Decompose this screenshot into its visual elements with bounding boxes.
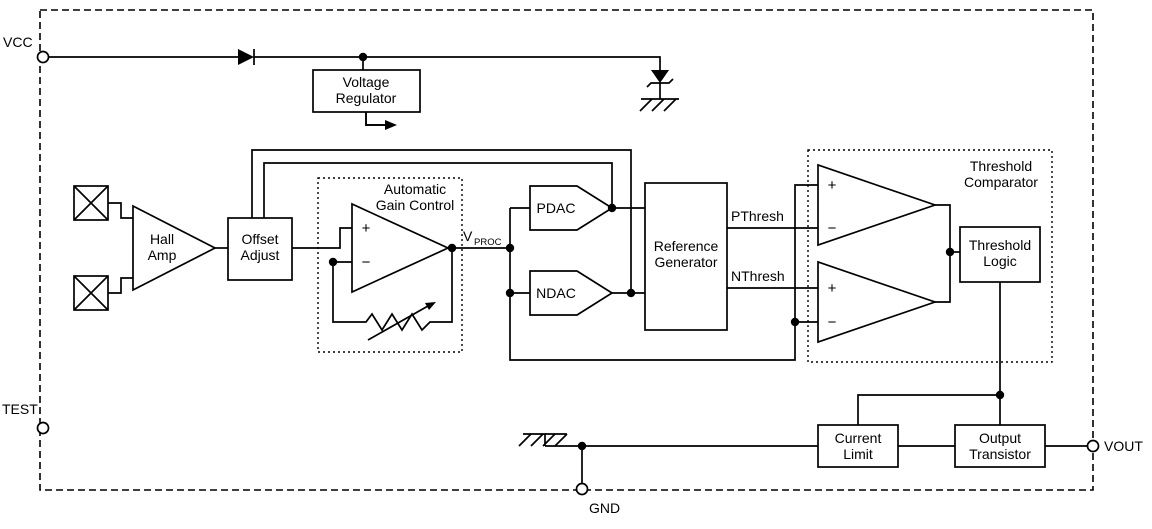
variable-resistor-arrow: [367, 305, 429, 341]
hall-amp-block: [132, 204, 217, 292]
comparator-bottom-minus-sign: −: [828, 314, 837, 331]
threshold-comparator-group-box: [807, 149, 1053, 363]
regulator-current-arrow: [365, 112, 385, 126]
zener-diode-icon: [651, 70, 669, 83]
voltage-regulator-label-1: Voltage: [343, 74, 390, 90]
threshold-logic-label-2: Logic: [983, 253, 1016, 269]
ndac-block: [529, 270, 614, 316]
wire-offset-to-opamp: [292, 227, 352, 249]
offset-adjust-label-2: Adjust: [241, 247, 280, 263]
wire-feedback-right: [442, 248, 453, 323]
reference-generator-label-1: Reference: [654, 238, 719, 254]
test-pin-label: TEST: [2, 401, 38, 417]
junction-dot: [577, 441, 587, 451]
voltage-regulator-block: [312, 69, 421, 113]
wire-hall-plate-bottom: [108, 277, 133, 294]
supply-diode-icon: [238, 49, 254, 65]
ndac-label: NDAC: [536, 285, 576, 301]
pdac-block: [529, 185, 614, 231]
threshold-comparator-label-1: Threshold: [970, 158, 1032, 174]
threshold-logic-label-1: Threshold: [969, 237, 1031, 253]
offset-adjust-block: [227, 217, 293, 281]
variable-resistor-arrowhead-icon: [425, 302, 436, 310]
junction-dot: [328, 257, 338, 267]
vout-pin: [1086, 439, 1100, 453]
vproc-subscript: PROC: [474, 237, 502, 248]
nthresh-label: NThresh: [731, 268, 785, 284]
wire-vproc-distribution: [509, 184, 818, 361]
wire-vreg-output: [365, 112, 385, 126]
output-transistor-block: [954, 424, 1046, 468]
threshold-comparator-label-2: Comparator: [964, 174, 1038, 190]
junction-dot: [358, 52, 368, 62]
junction-dot: [945, 247, 955, 257]
agc-label-2: Gain Control: [376, 197, 455, 213]
hall-plate-top-x-icon: [73, 185, 109, 221]
wire-pdac-feedback: [263, 162, 613, 218]
voltage-regulator-label-2: Regulator: [336, 90, 397, 106]
current-limit-label-1: Current: [835, 430, 882, 446]
vproc-label: V: [463, 228, 473, 244]
current-limit-label-2: Limit: [843, 446, 873, 462]
agc-opamp: [351, 202, 451, 294]
junction-dot: [790, 317, 800, 327]
vcc-pin: [36, 50, 50, 64]
junction-dot: [505, 288, 515, 298]
junction-dot: [447, 243, 457, 253]
junction-dot: [626, 288, 636, 298]
wire-logic-to-current-limit: [857, 394, 1000, 425]
variable-resistor-icon: [358, 312, 442, 332]
comparator-bottom-plus-sign: +: [828, 280, 837, 297]
pthresh-label: PThresh: [731, 208, 784, 224]
junction-dot: [995, 390, 1005, 400]
comparator-top-plus-sign: +: [828, 177, 837, 194]
wire-vcc-rail-right: [254, 56, 661, 70]
agc-label-1: Automatic: [384, 181, 446, 197]
comparator-top: [817, 163, 938, 247]
reference-generator-label-2: Generator: [654, 254, 717, 270]
gnd-pin: [575, 482, 589, 496]
comparator-top-minus-sign: −: [828, 220, 837, 237]
hall-amp-label-2: Amp: [148, 247, 177, 263]
vout-pin-label: VOUT: [1104, 438, 1143, 454]
test-pin: [36, 421, 50, 435]
wire-hall-plate-top: [108, 202, 133, 219]
hall-amp-label-1: Hall: [150, 231, 174, 247]
wire-ndac-feedback: [251, 149, 632, 293]
output-transistor-label-2: Transistor: [969, 446, 1031, 462]
hall-plate-bottom-x-icon: [73, 275, 109, 311]
junction-dot: [505, 243, 515, 253]
agc-group-box: [317, 177, 463, 353]
regulator-current-arrowhead-icon: [385, 120, 397, 130]
comparator-bottom: [817, 260, 938, 344]
gnd-pin-label: GND: [589, 500, 620, 516]
threshold-logic-block: [959, 226, 1041, 283]
opamp-minus-sign: −: [362, 254, 371, 271]
opamp-plus-sign: +: [362, 220, 371, 237]
ground-symbol-top: [639, 98, 679, 112]
current-limit-block: [817, 424, 899, 468]
output-transistor-label-1: Output: [979, 430, 1021, 446]
reference-generator-block: [644, 182, 728, 331]
ic-boundary: [39, 9, 1094, 491]
zener-diode-bar: [646, 78, 674, 88]
pdac-label: PDAC: [537, 200, 576, 216]
junction-dot: [607, 203, 617, 213]
wire-feedback-left: [332, 261, 358, 323]
ground-symbol-bottom: [518, 433, 568, 447]
offset-adjust-label-1: Offset: [241, 231, 278, 247]
vcc-pin-label: VCC: [3, 34, 33, 50]
